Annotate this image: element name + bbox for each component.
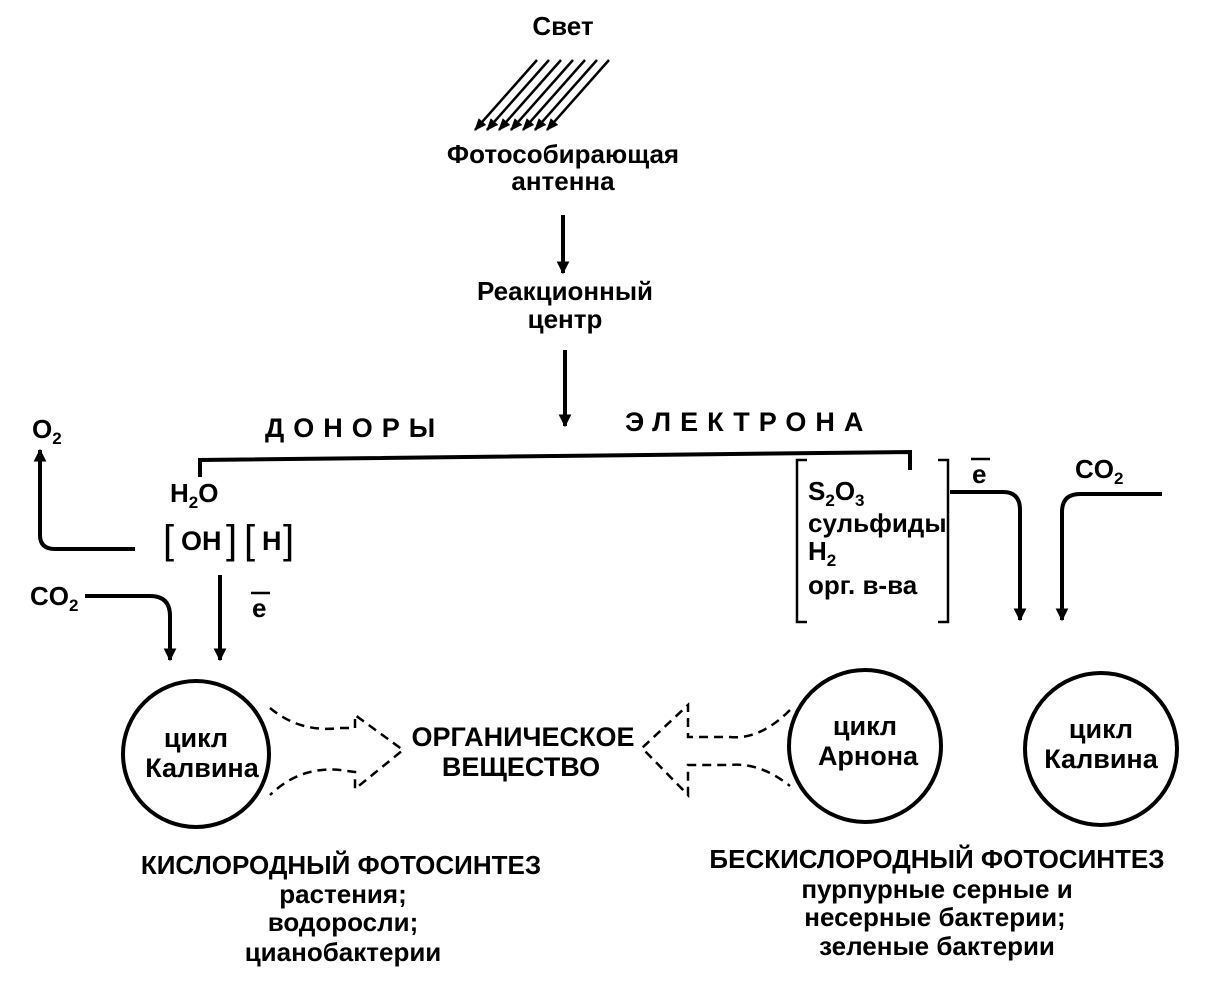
h-open-bracket: [ <box>244 518 255 562</box>
light-ray <box>474 59 538 131</box>
arnon-cycle-line1: цикл <box>833 711 897 741</box>
oxygenic-line2: водоросли; <box>268 907 419 937</box>
organic-matter-line2: ВЕЩЕСТВО <box>442 752 600 782</box>
anoxygenic-title: БЕСКИСЛОРОДНЫЙ ФОТОСИНТЕЗ <box>709 844 1164 874</box>
arnon-cycle-line2: Арнона <box>818 741 919 771</box>
antenna-label-line1: Фотособирающая <box>447 139 679 169</box>
h2o-h: H <box>170 478 189 508</box>
reaction-center-label-line2: центр <box>528 304 603 334</box>
h2-subscript: 2 <box>827 551 836 570</box>
s2o3-o-subscript: 3 <box>855 491 864 510</box>
co2-left-label: CO2 <box>30 581 78 615</box>
h2o-label: H2O <box>170 478 218 512</box>
h2o-subscript: 2 <box>189 493 198 512</box>
anoxygenic-line2: несерные бактерии; <box>804 902 1065 932</box>
oh-close-bracket: ] <box>226 518 237 562</box>
oh-open-bracket: [ <box>163 518 174 562</box>
organic-matter-line1: ОРГАНИЧЕСКОЕ <box>412 722 635 752</box>
s2o3-s-subscript: 2 <box>825 491 834 510</box>
light-ray <box>522 59 586 131</box>
oxygenic-line1: растения; <box>279 879 407 909</box>
antenna-label-line2: антенна <box>511 166 615 196</box>
arrow-electron-to-arnon <box>950 490 1027 622</box>
co2-left-subscript: 2 <box>69 596 78 615</box>
light-ray <box>510 59 574 131</box>
s2o3-s: S <box>808 476 825 506</box>
donors-header-right: ЭЛЕКТРОНА <box>625 407 872 437</box>
s2o3-label: S2O3 <box>808 476 865 510</box>
oxygenic-title: КИСЛОРОДНЫЙ ФОТОСИНТЕЗ <box>141 850 541 880</box>
calvin-cycle-left-line2: Калвина <box>145 753 259 783</box>
light-rays <box>474 59 610 131</box>
electron-right-label: e <box>972 459 986 489</box>
dashed-arrow-arnon-to-organic <box>640 702 791 799</box>
calvin-cycle-right-line1: цикл <box>1069 714 1133 744</box>
h2-label: H2 <box>808 536 836 570</box>
arrow-oh-to-o2 <box>33 448 135 551</box>
reaction-center-label-line1: Реакционный <box>477 276 653 306</box>
electron-left-label: e <box>252 593 266 623</box>
dashed-arrow-calvin-to-organic <box>269 707 406 796</box>
donors-header-left: ДОНОРЫ <box>265 413 444 443</box>
donor-bracket-line <box>198 449 912 477</box>
h-close-bracket: ] <box>283 518 294 562</box>
o2-label: O2 <box>32 414 62 448</box>
arrow-co2-to-calvin-left <box>85 594 177 662</box>
anoxygenic-line1: пурпурные серные и <box>801 874 1072 904</box>
o2-subscript: 2 <box>52 429 61 448</box>
co2-left-symbol: CO <box>30 581 69 611</box>
co2-right-symbol: CO <box>1075 454 1114 484</box>
h-label: H <box>262 526 282 556</box>
organics-label: орг. в-ва <box>808 570 918 600</box>
h2-h: H <box>808 536 827 566</box>
anoxygenic-line3: зеленые бактерии <box>819 931 1055 961</box>
co2-right-label: CO2 <box>1075 454 1123 488</box>
right-donor-bracket-right <box>938 458 950 624</box>
light-ray <box>486 59 550 131</box>
calvin-cycle-left-circle <box>121 679 271 829</box>
oh-label: OH <box>181 526 222 556</box>
light-label: Свет <box>532 11 594 41</box>
o2-symbol: O <box>32 414 52 444</box>
s2o3-o: O <box>835 476 855 506</box>
h2o-o: O <box>198 478 218 508</box>
light-ray <box>498 59 562 131</box>
light-ray <box>546 59 610 131</box>
oxygenic-line3: цианобактерии <box>245 937 442 967</box>
co2-right-subscript: 2 <box>1114 469 1123 488</box>
arrow-co2-to-calvin-right <box>1055 492 1162 622</box>
calvin-cycle-right-line2: Калвина <box>1044 744 1158 774</box>
sulfides-label: сульфиды <box>808 508 947 538</box>
right-donor-bracket-left <box>795 458 807 624</box>
calvin-cycle-right-circle <box>1023 671 1179 827</box>
light-ray <box>534 59 598 131</box>
arnon-cycle-circle <box>787 668 943 824</box>
calvin-cycle-left-line1: цикл <box>164 723 228 753</box>
